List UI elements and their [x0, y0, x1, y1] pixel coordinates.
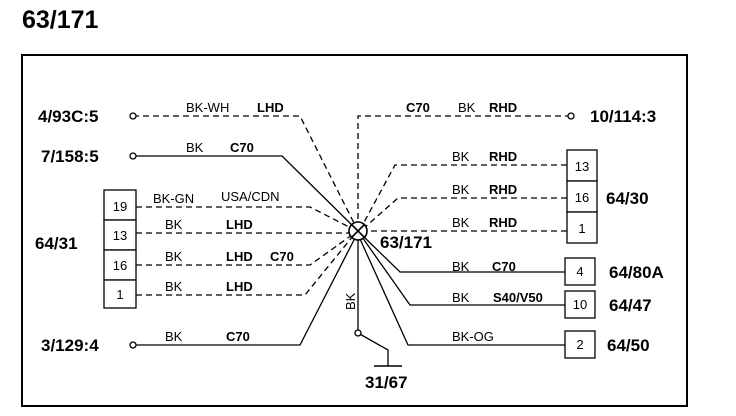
pin-1: 1 — [116, 287, 123, 302]
connector-64-47 — [564, 290, 596, 319]
wire-3-129-4 — [133, 237, 356, 346]
wire-color-label: BK — [452, 259, 470, 274]
splice-symbol — [348, 221, 368, 241]
wire-color-label: BK — [452, 182, 470, 197]
ground-lead — [357, 332, 389, 366]
ground-wire-color-label: BK — [343, 292, 358, 310]
wire-color-label: BK — [452, 290, 470, 305]
terminal-7-158-5 — [129, 152, 137, 160]
wire-6431-19 — [136, 206, 354, 230]
terminal-label-7-158-5: 7/158:5 — [41, 147, 99, 166]
ground-point-label: 31/67 — [365, 373, 408, 392]
connector-64-31: 19 13 16 1 — [103, 189, 137, 309]
terminal-4-93c5 — [129, 112, 137, 120]
wire-variant-label: LHD — [257, 100, 284, 115]
wire-4-93c5 — [133, 115, 357, 228]
pin-4: 4 — [576, 264, 583, 279]
terminal-label-4-93c5: 4/93C:5 — [38, 107, 98, 126]
terminal-3-129-4 — [129, 341, 137, 349]
wire-color-label: BK — [165, 279, 183, 294]
terminal-label-3-129-4: 3/129:4 — [41, 336, 99, 355]
wire-color-label: BK-WH — [186, 100, 229, 115]
connector-label-64-50: 64/50 — [607, 336, 650, 355]
connector-label-64-47: 64/47 — [609, 296, 652, 315]
wire-7-158-5 — [133, 155, 356, 229]
wire-color-label: BK — [165, 217, 183, 232]
wire-color-label: BK — [452, 149, 470, 164]
terminal-label-10-114-3: 10/114:3 — [590, 107, 656, 126]
wire-variant-label: C70 — [230, 140, 254, 155]
wire-color-label: BK — [165, 329, 183, 344]
wire-10-114-3 — [357, 115, 571, 222]
wire-variant-label: C70 — [406, 100, 430, 115]
wire-6431-16 — [136, 234, 353, 266]
wire-color-label: BK — [458, 100, 476, 115]
wire-variant-label: RHD — [489, 182, 517, 197]
wire-6430-13 — [361, 164, 567, 227]
connector-64-50 — [564, 330, 596, 359]
wire-color-label: BK — [165, 249, 183, 264]
wire-variant-label: USA/CDN — [221, 189, 280, 204]
pin-2: 2 — [576, 337, 583, 352]
wire-color-label: BK — [452, 215, 470, 230]
wire-variant-label: C70 — [226, 329, 250, 344]
terminal-10-114-3 — [567, 112, 575, 120]
pin-16: 16 — [113, 258, 127, 273]
diagram-frame — [21, 54, 688, 407]
pin-1: 1 — [578, 221, 585, 236]
pin-19: 19 — [113, 199, 127, 214]
connector-64-30: 13 16 1 — [566, 149, 598, 244]
wire-variant-label: RHD — [489, 100, 517, 115]
wire-color-label: BK-GN — [153, 191, 194, 206]
wire-variant-label: LHD — [226, 249, 253, 264]
wire-variant-label: C70 — [492, 259, 516, 274]
connector-label-64-80a: 64/80A — [609, 263, 664, 282]
connector-64-80a — [564, 257, 596, 286]
wire-6447 — [361, 236, 565, 306]
wire-color-label: BK — [186, 140, 204, 155]
wire-variant-label: S40/V50 — [493, 290, 543, 305]
splice-label: 63/171 — [380, 233, 432, 252]
wire-variant-label: LHD — [226, 217, 253, 232]
wire-6450 — [359, 238, 565, 346]
wire-6480a — [362, 235, 565, 273]
pin-16: 16 — [575, 190, 589, 205]
pin-13: 13 — [113, 228, 127, 243]
wire-variant-label: LHD — [226, 279, 253, 294]
wire-color-label: BK-OG — [452, 329, 494, 344]
wire-variant-label: RHD — [489, 149, 517, 164]
wire-variant-label: C70 — [270, 249, 294, 264]
pin-10: 10 — [573, 297, 587, 312]
pin-13: 13 — [575, 159, 589, 174]
connector-label-64-31: 64/31 — [35, 234, 78, 253]
ground-terminal — [354, 329, 362, 337]
connector-label-64-30: 64/30 — [606, 189, 649, 208]
page-title: 63/171 — [22, 6, 99, 34]
wire-variant-label: RHD — [489, 215, 517, 230]
